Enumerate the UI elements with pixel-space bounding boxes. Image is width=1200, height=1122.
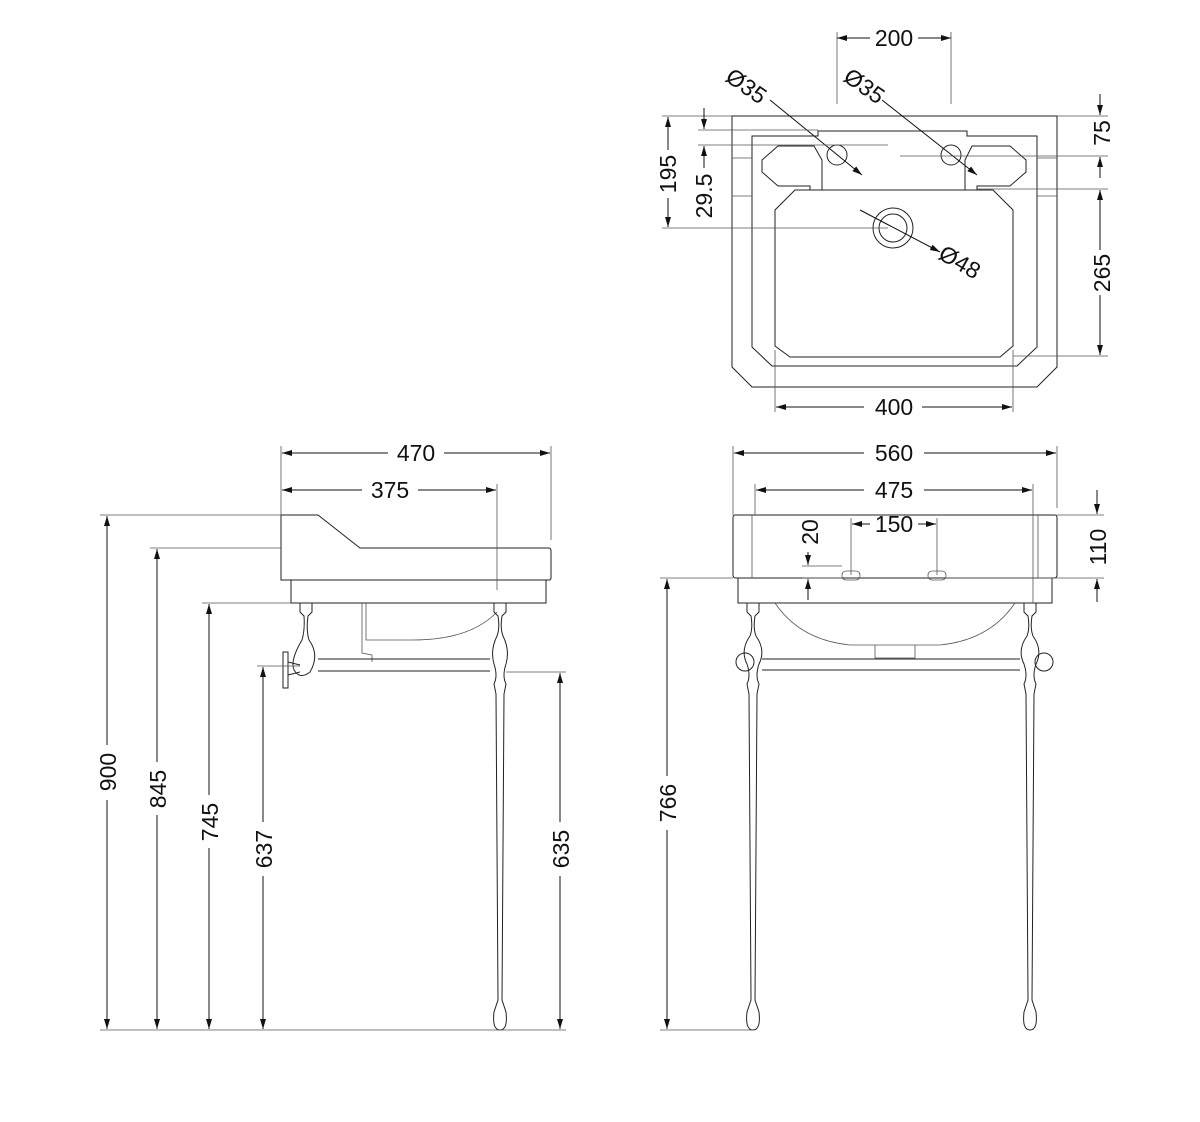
tap-deck-left xyxy=(761,145,823,191)
wall-bracket xyxy=(282,602,316,689)
side-view: 470 375 900 845 745 637 635 xyxy=(95,440,574,1031)
dim-745: 745 xyxy=(197,803,223,841)
dim-20: 20 xyxy=(797,519,823,545)
bowl-front xyxy=(774,602,1016,646)
tap-deck-right xyxy=(964,145,1027,191)
dim-375: 375 xyxy=(371,477,409,503)
dim-560: 560 xyxy=(875,440,913,466)
dim-635: 635 xyxy=(548,830,574,868)
dim-845: 845 xyxy=(145,770,171,808)
dim-29-5: 29.5 xyxy=(691,174,717,219)
dim-195: 195 xyxy=(655,155,681,193)
basin-side xyxy=(280,514,552,581)
dim-470: 470 xyxy=(397,440,435,466)
tap-hole-right xyxy=(940,144,962,166)
dim-tap-hole-right: Ø35 xyxy=(839,63,890,109)
dim-637: 637 xyxy=(251,830,277,868)
plan-view: 200 Ø35 Ø35 Ø48 195 29.5 75 265 400 xyxy=(655,25,1115,420)
towel-bar xyxy=(318,658,490,672)
dim-waste: Ø48 xyxy=(935,240,986,284)
dim-900: 900 xyxy=(95,753,121,791)
dim-400: 400 xyxy=(875,394,913,420)
leg-left xyxy=(735,602,763,1031)
dim-150: 150 xyxy=(875,511,913,537)
towel-bar-front xyxy=(762,658,1020,671)
bowl-side xyxy=(365,603,498,641)
leg-right xyxy=(1020,602,1054,1031)
front-view: 560 475 150 20 110 766 xyxy=(655,440,1111,1031)
dim-75: 75 xyxy=(1089,120,1115,146)
dim-110: 110 xyxy=(1085,529,1111,566)
dim-265: 265 xyxy=(1089,254,1115,292)
rim-inner xyxy=(751,130,1038,367)
basin-outline xyxy=(731,115,1058,388)
dim-200: 200 xyxy=(875,25,913,51)
dim-475: 475 xyxy=(875,477,913,503)
dim-766: 766 xyxy=(655,784,681,822)
leg-front xyxy=(492,602,508,1031)
dim-tap-hole-left: Ø35 xyxy=(721,63,772,109)
bowl-outline xyxy=(774,189,1014,358)
